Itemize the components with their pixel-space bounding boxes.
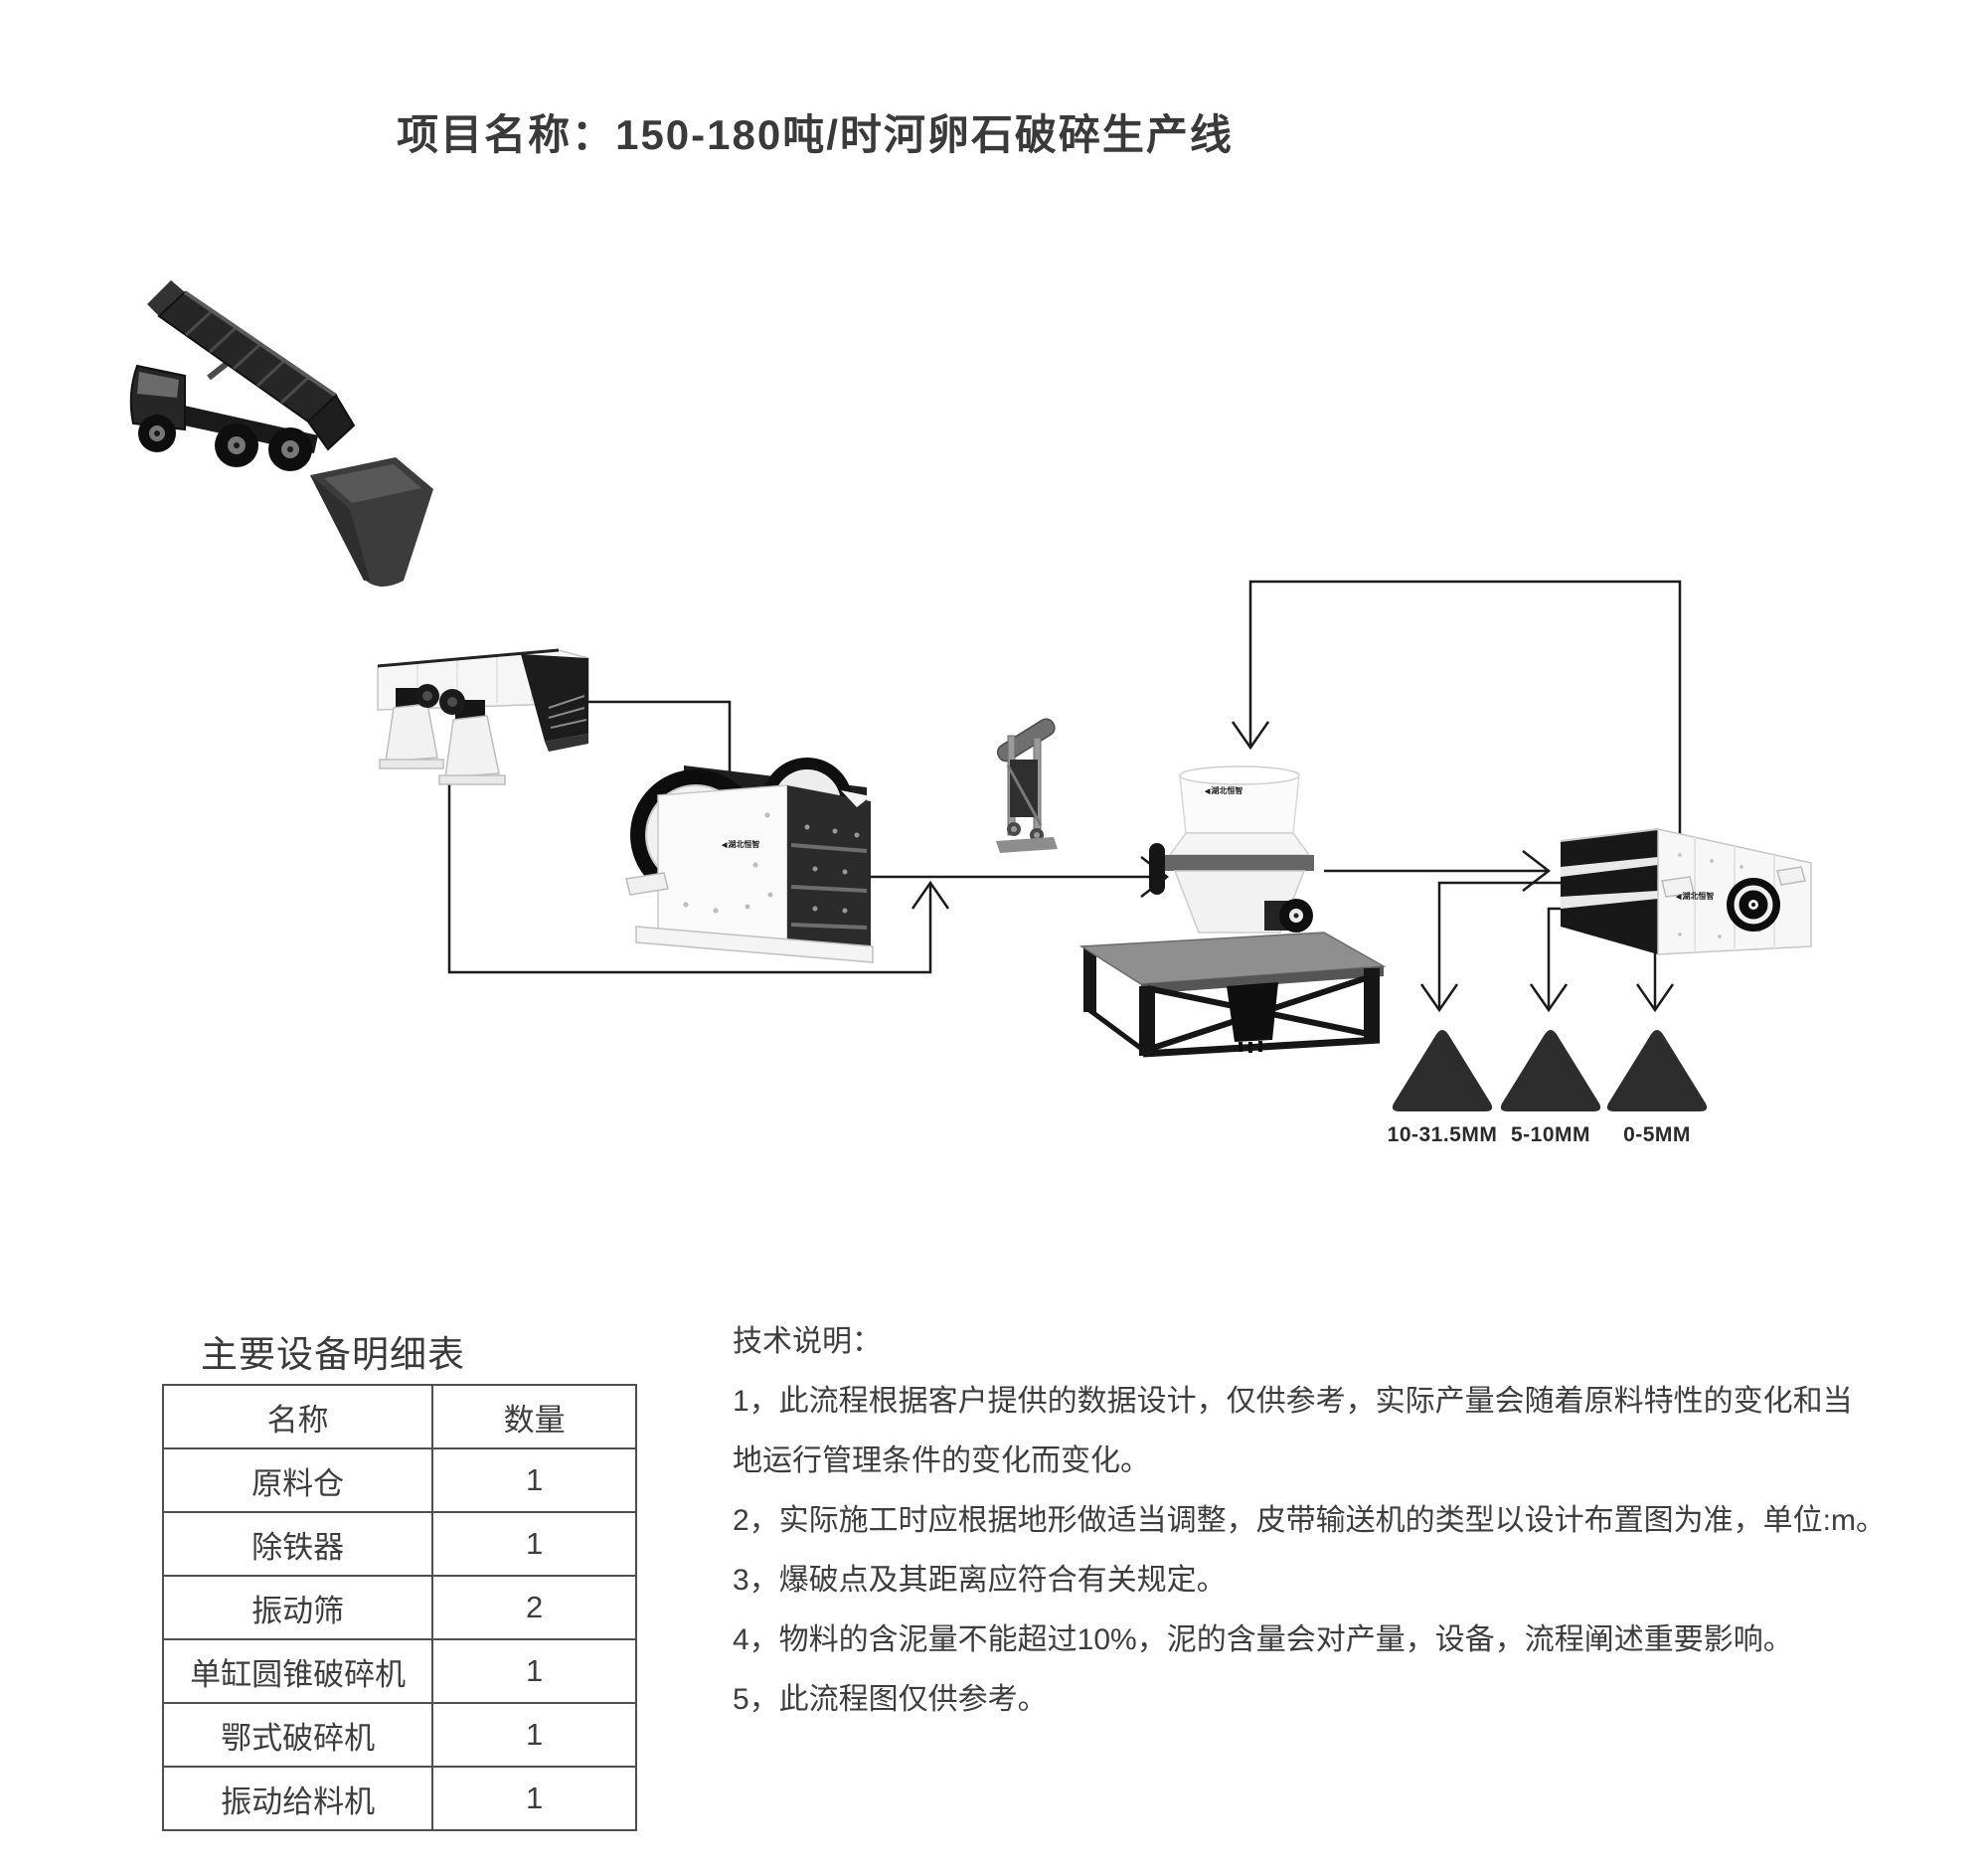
pile-label-2: 5-10MM <box>1511 1123 1590 1146</box>
table-row: 振动给料机 1 <box>161 1766 637 1831</box>
feed-hopper <box>310 457 433 587</box>
truck-tailgate <box>306 394 356 451</box>
equipment-name-cell: 原料仓 <box>161 1447 434 1513</box>
arrow-down-icon <box>1419 983 1459 1013</box>
brand-text: 湖北恒智 <box>1682 892 1715 901</box>
col-header-qty: 数量 <box>431 1384 637 1449</box>
equipment-qty-cell: 2 <box>431 1575 637 1640</box>
iron-remover <box>996 718 1058 853</box>
tech-notes-title: 技术说明： <box>733 1325 882 1358</box>
arrow-right-icon <box>1522 850 1552 892</box>
equipment-table-title: 主要设备明细表 <box>201 1334 465 1375</box>
equipment-table: 名称 数量 原料仓 1 除铁器 1 振动筛 2 单缸圆锥破碎机 1 鄂式破碎机 … <box>161 1384 637 1831</box>
brand-text: 湖北恒智 <box>728 840 760 849</box>
pile-label-1: 10-31.5MM <box>1388 1123 1498 1146</box>
table-row: 鄂式破碎机 1 <box>161 1702 637 1768</box>
stockpile <box>1392 1030 1493 1111</box>
equipment-qty-cell: 1 <box>431 1702 637 1768</box>
stockpile <box>1606 1030 1708 1111</box>
arrow-up-icon <box>911 880 950 910</box>
equipment-name-cell: 振动给料机 <box>161 1766 434 1831</box>
tech-note-line: 1，此流程根据客户提供的数据设计，仅供参考，实际产量会随着原料特性的变化和当 <box>733 1385 1853 1418</box>
tech-note-line: 5，此流程图仅供参考。 <box>733 1683 1048 1716</box>
line-feeder-bypass <box>447 783 932 974</box>
equipment-qty-cell: 1 <box>431 1447 637 1513</box>
brand-icon: ◀ <box>722 842 728 849</box>
tech-note-line: 2，实际施工时应根据地形做适当调整，皮带输送机的类型以设计布置图为准，单位:m。 <box>733 1504 1887 1537</box>
equipment-qty-cell: 1 <box>431 1638 637 1704</box>
flow-lines <box>447 580 1682 1013</box>
table-header-row: 名称 数量 <box>161 1384 637 1449</box>
tech-note-line: 地运行管理条件的变化而变化。 <box>733 1444 1150 1477</box>
stockpiles <box>1392 1030 1708 1111</box>
truck-wheels <box>138 415 312 471</box>
stockpile-labels: 10-31.5MM 5-10MM 0-5MM <box>1388 1123 1691 1146</box>
flow-diagram: 10-31.5MM 5-10MM 0-5MM <box>129 280 1812 1146</box>
table-row: 单缸圆锥破碎机 1 <box>161 1638 637 1704</box>
table-row: 振动筛 2 <box>161 1575 637 1640</box>
cone-crusher-stand <box>1078 932 1387 1058</box>
jaw-crusher-jaw-section <box>787 785 871 946</box>
tech-note-line: 4，物料的含泥量不能超过10%，泥的含量会对产量，设备，流程阐述重要影响。 <box>733 1623 1793 1656</box>
brand-logo: ◀湖北恒智 <box>1205 786 1243 796</box>
jaw-crusher <box>625 758 874 963</box>
arrow-down-icon <box>1231 721 1270 751</box>
page-title: 项目名称：150-180吨/时河卵石破碎生产线 <box>397 111 1234 158</box>
equipment-name-cell: 除铁器 <box>161 1511 434 1577</box>
equipment-name-cell: 鄂式破碎机 <box>161 1702 434 1768</box>
line-screen-feedback <box>1248 580 1682 837</box>
table-row: 原料仓 1 <box>161 1447 637 1513</box>
brand-logo: ◀湖北恒智 <box>722 840 760 850</box>
cone-crusher-motor <box>1227 982 1278 1042</box>
table-row: 除铁器 1 <box>161 1511 637 1577</box>
tech-notes: 技术说明： 1，此流程根据客户提供的数据设计，仅供参考，实际产量会随着原料特性的… <box>733 1312 1988 1730</box>
brand-icon: ◀ <box>1676 894 1682 901</box>
cone-crusher <box>1078 765 1387 1058</box>
feeder-discharge-opening <box>521 654 588 742</box>
dump-truck <box>129 280 356 471</box>
brand-text: 湖北恒智 <box>1211 786 1243 795</box>
equipment-qty-cell: 1 <box>431 1766 637 1831</box>
equipment-name-cell: 单缸圆锥破碎机 <box>161 1638 434 1704</box>
screen-flywheel <box>1727 878 1780 932</box>
tech-note-line: 3，爆破点及其距离应符合有关规定。 <box>733 1564 1227 1597</box>
pile-label-3: 0-5MM <box>1623 1123 1691 1146</box>
arrow-down-icon <box>1529 983 1569 1013</box>
brand-icon: ◀ <box>1205 788 1211 795</box>
line-feeder-to-jaw <box>579 700 732 783</box>
vibrating-feeder <box>377 648 589 785</box>
stockpile <box>1500 1030 1601 1111</box>
line-screen-to-pile-1 <box>1437 881 1571 1008</box>
vibrating-screen <box>1560 828 1812 955</box>
arrow-down-icon <box>1635 983 1675 1013</box>
col-header-name: 名称 <box>161 1384 434 1449</box>
brand-logo: ◀湖北恒智 <box>1676 892 1715 902</box>
equipment-name-cell: 振动筛 <box>161 1575 434 1640</box>
equipment-qty-cell: 1 <box>431 1511 637 1577</box>
